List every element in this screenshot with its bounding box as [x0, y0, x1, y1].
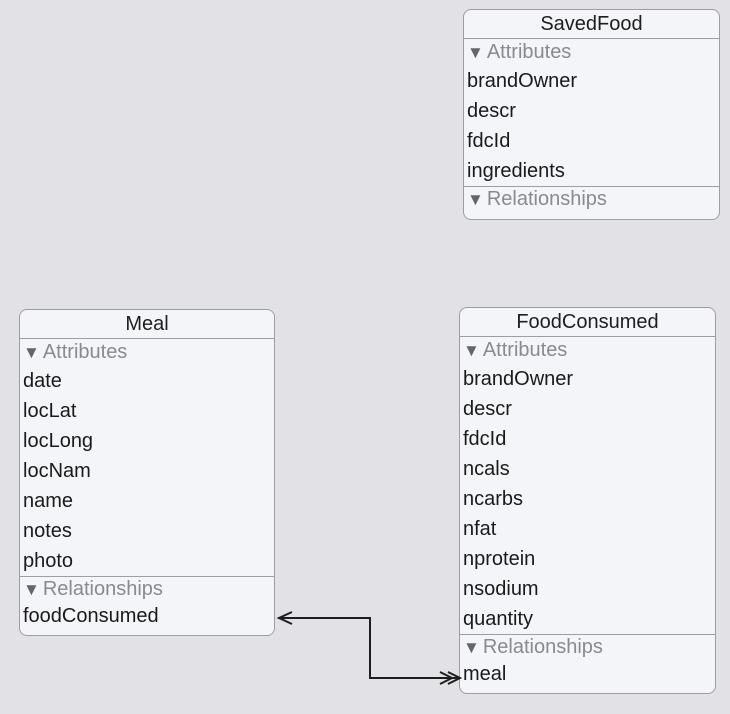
attribute-descr[interactable]: descr — [463, 398, 512, 420]
attribute-photo[interactable]: photo — [23, 550, 74, 572]
disclosure-triangle-down-icon[interactable]: ▼ — [463, 341, 480, 360]
relationships-section-header[interactable]: ▼Relationships — [464, 186, 719, 212]
attribute-locnam[interactable]: locNam — [23, 460, 91, 482]
relationships-section-header[interactable]: ▼Relationships — [20, 576, 274, 602]
disclosure-triangle-down-icon[interactable]: ▼ — [23, 580, 40, 599]
attribute-fdcid[interactable]: fdcId — [467, 130, 511, 152]
relationships-section-header[interactable]: ▼Relationships — [460, 634, 715, 660]
attribute-brandowner[interactable]: brandOwner — [463, 368, 574, 390]
attribute-ncals[interactable]: ncals — [463, 458, 510, 480]
attributes-section-header[interactable]: ▼Attributes — [464, 39, 719, 66]
attributes-section-header[interactable]: ▼Attributes — [460, 337, 715, 364]
attribute-nfat[interactable]: nfat — [463, 518, 497, 540]
disclosure-triangle-down-icon[interactable]: ▼ — [23, 343, 40, 362]
attribute-ncarbs[interactable]: ncarbs — [463, 488, 524, 510]
attribute-fdcid[interactable]: fdcId — [463, 428, 507, 450]
to-many-arrowhead-icon — [439, 671, 455, 685]
relationship-foodconsumed[interactable]: foodConsumed — [23, 605, 159, 627]
connector-line[interactable] — [278, 617, 460, 679]
entity-title: FoodConsumed — [460, 308, 715, 337]
entity-savedfood[interactable]: SavedFood ▼Attributes brandOwner descr f… — [463, 9, 720, 220]
attribute-nprotein[interactable]: nprotein — [463, 548, 536, 570]
relationship-meal[interactable]: meal — [463, 663, 507, 685]
attribute-nsodium[interactable]: nsodium — [463, 578, 539, 600]
attributes-section-header[interactable]: ▼Attributes — [20, 339, 274, 366]
disclosure-triangle-down-icon[interactable]: ▼ — [463, 638, 480, 657]
attribute-quantity[interactable]: quantity — [463, 608, 534, 630]
relationships-label: Relationships — [42, 578, 163, 600]
entity-title: SavedFood — [464, 10, 719, 39]
attribute-descr[interactable]: descr — [467, 100, 516, 122]
relationships-label: Relationships — [482, 636, 603, 658]
attribute-name[interactable]: name — [23, 490, 74, 512]
attribute-brandowner[interactable]: brandOwner — [467, 70, 578, 92]
attribute-loclat[interactable]: locLat — [23, 400, 77, 422]
attributes-label: Attributes — [482, 339, 568, 361]
entity-foodconsumed[interactable]: FoodConsumed ▼Attributes brandOwner desc… — [459, 307, 716, 694]
entity-title: Meal — [20, 310, 274, 339]
attribute-date[interactable]: date — [23, 370, 62, 392]
attribute-loclong[interactable]: locLong — [23, 430, 94, 452]
attributes-label: Attributes — [42, 341, 128, 363]
entity-meal[interactable]: Meal ▼Attributes date locLat locLong loc… — [19, 309, 275, 636]
disclosure-triangle-down-icon[interactable]: ▼ — [467, 43, 484, 62]
to-many-arrowhead-icon — [447, 671, 463, 685]
relationships-label: Relationships — [486, 188, 607, 210]
attribute-ingredients[interactable]: ingredients — [467, 160, 565, 182]
disclosure-triangle-down-icon[interactable]: ▼ — [467, 190, 484, 209]
to-one-arrowhead-icon — [276, 611, 293, 625]
attribute-notes[interactable]: notes — [23, 520, 72, 542]
attributes-label: Attributes — [486, 41, 572, 63]
